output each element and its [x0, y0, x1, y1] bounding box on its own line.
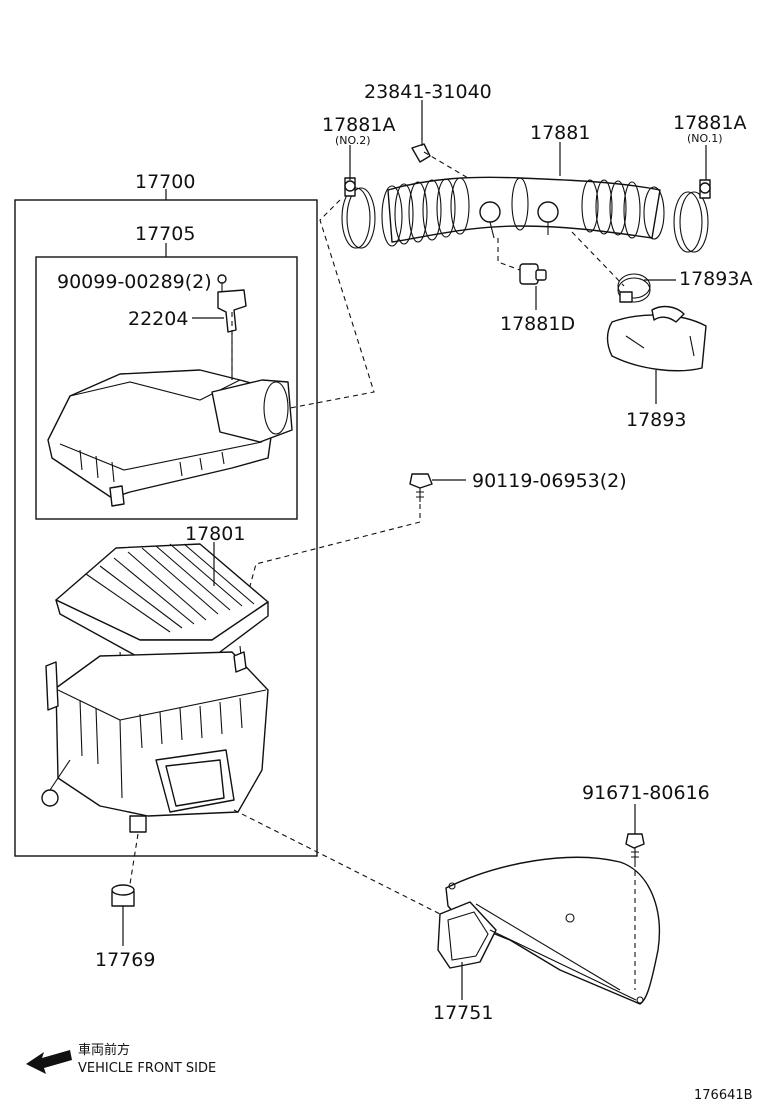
- label-17881A-no1: 17881A: [673, 112, 746, 134]
- direction-note-japanese: 車両前方: [78, 1042, 130, 1058]
- label-17893: 17893: [626, 409, 686, 431]
- figure-code: 176641B: [694, 1088, 753, 1103]
- air-filter-element-17801: [55, 543, 269, 685]
- label-17881A-no2: 17881A: [322, 114, 395, 136]
- air-inlet-duct-17751: [437, 856, 661, 1005]
- intake-hose-17881: [381, 176, 665, 247]
- hose-clamp-17881A-no1: [673, 179, 711, 253]
- label-17881A-no1-sub: (NO.1): [687, 132, 723, 145]
- hose-clamp-17881A-no2: [341, 177, 376, 249]
- label-17769: 17769: [95, 949, 155, 971]
- label-17751: 17751: [433, 1002, 493, 1024]
- grommet-17769: [111, 884, 135, 907]
- connection-lines: [129, 151, 636, 990]
- air-cleaner-cap: [47, 369, 293, 507]
- clip-23841-31040: [411, 138, 431, 163]
- label-17881A-no2-sub: (NO.2): [335, 134, 371, 147]
- leader-lines: [122, 100, 707, 1000]
- bolt-91671-80616: [625, 833, 645, 862]
- air-hose-17893: [606, 305, 707, 372]
- label-17881: 17881: [530, 122, 590, 144]
- direction-note-english: VEHICLE FRONT SIDE: [78, 1061, 216, 1076]
- label-91671-80616: 91671-80616: [582, 782, 710, 804]
- vehicle-front-direction-note: 車両前方 VEHICLE FRONT SIDE: [26, 1042, 216, 1076]
- label-17700: 17700: [135, 171, 195, 193]
- label-90099-00289: 90099-00289(2): [57, 271, 212, 293]
- label-23841-31040: 23841-31040: [364, 81, 492, 103]
- hose-clamp-17893A: [617, 273, 651, 303]
- label-17893A: 17893A: [679, 268, 752, 290]
- screw-90119-06953: [409, 473, 433, 502]
- front-direction-arrow-icon: [26, 1050, 72, 1074]
- label-22204: 22204: [128, 308, 188, 330]
- label-17801: 17801: [185, 523, 245, 545]
- sensor-17881D: [519, 263, 547, 285]
- air-cleaner-case: [41, 651, 269, 833]
- label-17881D: 17881D: [500, 313, 575, 335]
- screw-90099-00289: [217, 274, 227, 292]
- label-17705: 17705: [135, 223, 195, 245]
- label-90119-06953: 90119-06953(2): [472, 470, 627, 492]
